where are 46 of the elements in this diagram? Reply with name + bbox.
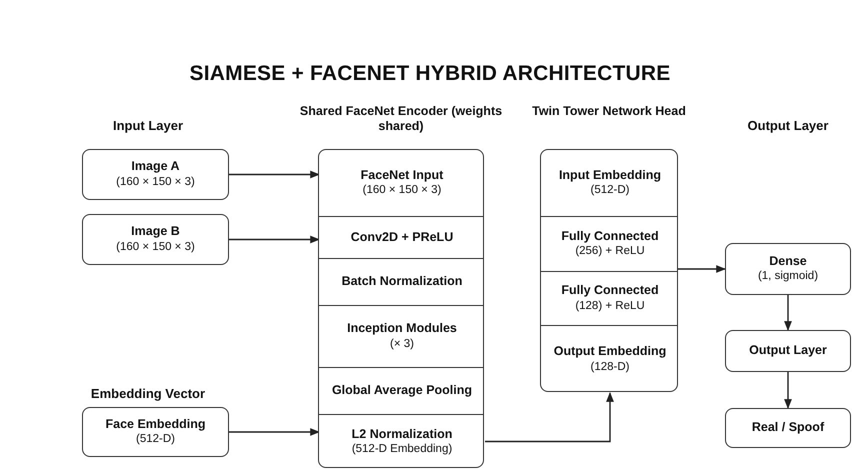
diagram-title: SIAMESE + FACENET HYBRID ARCHITECTURE [188, 62, 672, 86]
node-detail: (256) + ReLU [575, 244, 645, 260]
arrow [229, 428, 320, 436]
process-box [725, 243, 851, 295]
node-title: Face Embedding [105, 416, 206, 432]
process-box [82, 214, 229, 265]
process-box [725, 330, 851, 372]
node-title: Fully Connected [561, 228, 659, 244]
column-heading: Embedding Vector [90, 386, 206, 401]
arrow [784, 372, 792, 409]
node-detail: (128) + ReLU [575, 298, 645, 314]
node-detail: (160 × 150 × 3) [116, 240, 195, 255]
node-title: Dense [769, 254, 807, 270]
node-title: FaceNet Input [360, 168, 444, 184]
node-title: Input Embedding [558, 168, 662, 184]
node-title: Fully Connected [561, 283, 659, 299]
node-title: Image A [131, 159, 180, 175]
node-detail: (× 3) [390, 336, 414, 352]
column-heading: Shared FaceNet Encoder (weights shared) [298, 104, 504, 134]
node-title: Image B [131, 224, 180, 240]
node-title: Batch Normalization [342, 274, 462, 290]
node-title: Global Average Pooling [332, 383, 472, 399]
arrow [229, 236, 320, 244]
node-title: Real / Spoof [752, 420, 824, 436]
node-detail: (512-D) [590, 183, 630, 198]
node-title: Conv2D + PReLU [350, 230, 454, 246]
process-box [82, 407, 229, 457]
node-title: Output Embedding [554, 344, 666, 360]
arrow [229, 170, 320, 178]
column-heading: Twin Tower Network Head [531, 104, 687, 119]
node-title: Inception Modules [347, 321, 457, 337]
node-detail: (1, sigmoid) [758, 269, 818, 284]
node-detail: (128-D) [590, 360, 630, 375]
node-detail: (160 × 150 × 3) [362, 183, 442, 198]
process-box [725, 408, 851, 448]
node-title: L2 Normalization [352, 426, 452, 442]
arrow [485, 392, 614, 442]
node-detail: (512-D) [136, 432, 175, 448]
arrow [678, 265, 726, 273]
process-box [82, 149, 229, 200]
column-heading: Output Layer [746, 118, 830, 133]
column-heading: Input Layer [112, 118, 184, 133]
node-detail: (160 × 150 × 3) [116, 174, 195, 190]
node-detail: (512-D Embedding) [352, 442, 452, 458]
arrow [784, 295, 792, 331]
node-title: Output Layer [749, 343, 827, 359]
